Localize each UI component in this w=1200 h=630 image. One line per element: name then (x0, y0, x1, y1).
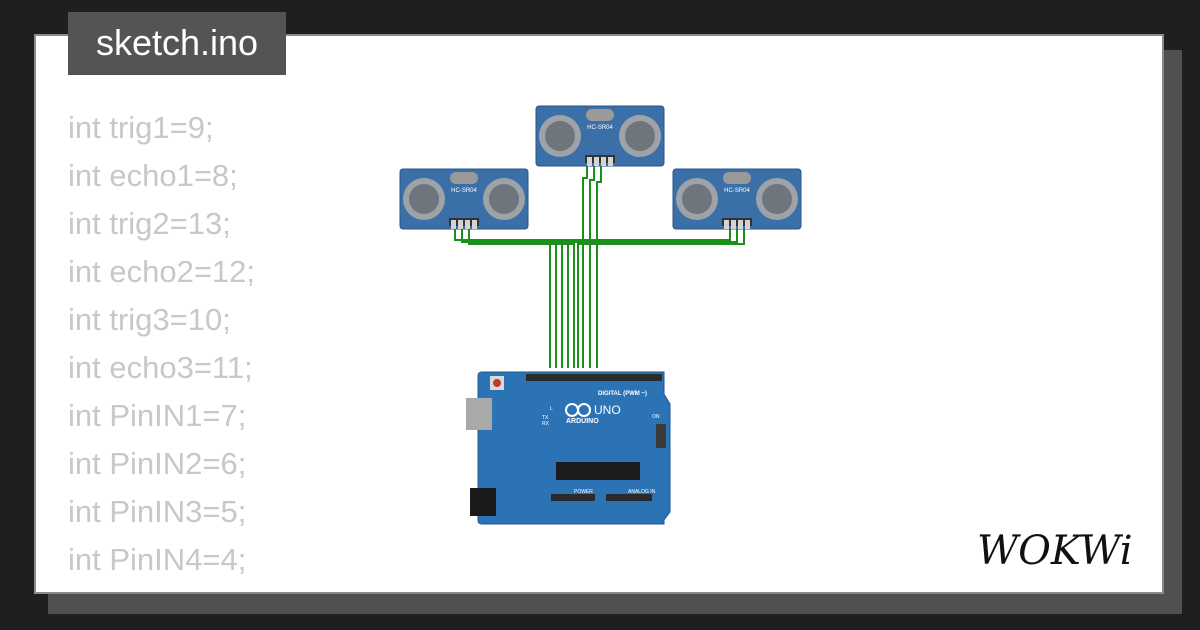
wires (454, 165, 745, 368)
sensor-label: HC-SR04 (451, 188, 477, 194)
wire (555, 228, 731, 368)
code-preview: int trig1=9; int echo1=8; int trig2=13; int… (68, 104, 255, 584)
svg-text:POWER: POWER (574, 489, 593, 495)
power-header (551, 494, 595, 501)
wire (468, 228, 575, 368)
ultrasonic-sensor-top: HC-SR04 (535, 105, 665, 167)
wire (461, 228, 569, 368)
wokwi-logo: WOKWi (977, 528, 1133, 574)
svg-text:WOKWi: WOKWi (977, 528, 1133, 574)
svg-text:ARDUINO: ARDUINO (566, 418, 599, 425)
code-line: int trig3=10; (68, 302, 231, 337)
svg-text:L: L (550, 406, 553, 412)
ultrasonic-sensor-left: HC-SR04 (399, 168, 529, 230)
crystal (586, 109, 614, 121)
wire (582, 165, 588, 368)
arduino-uno-board: DIGITAL (PWM ~) ARDUINO UNO L TX RX ON P… (466, 371, 671, 525)
code-line: int echo1=8; (68, 158, 238, 193)
wire (549, 228, 738, 368)
wire (577, 228, 745, 368)
ultrasonic-sensor-right: HC-SR04 (672, 168, 802, 230)
wire (589, 165, 595, 368)
code-line: int PinIN2=6; (68, 446, 247, 481)
code-line: int PinIN4=4; (68, 542, 247, 577)
svg-text:DIGITAL (PWM ~): DIGITAL (PWM ~) (598, 391, 647, 397)
svg-text:ON: ON (652, 414, 660, 420)
code-line: int echo2=12; (68, 254, 256, 289)
atmega-chip (556, 462, 640, 480)
svg-text:TX: TX (542, 415, 549, 421)
code-line: int PinIN3=5; (68, 494, 247, 529)
circuit-diagram: HC-SR04 HC-SR04 HC-SR04 (399, 105, 802, 525)
wire (596, 165, 602, 368)
analog-header (606, 494, 652, 501)
file-tab[interactable]: sketch.ino (68, 12, 286, 75)
sensor-label: HC-SR04 (587, 125, 613, 131)
svg-text:ANALOG IN: ANALOG IN (628, 489, 656, 495)
code-line: int trig2=13; (68, 206, 231, 241)
sensor-label: HC-SR04 (724, 188, 750, 194)
svg-text:UNO: UNO (594, 403, 621, 417)
icsp-header (656, 424, 666, 448)
code-line: int echo3=11; (68, 350, 253, 385)
usb-connector (466, 398, 492, 430)
digital-header (526, 374, 662, 381)
power-jack (470, 488, 496, 516)
svg-text:RX: RX (542, 421, 550, 427)
code-line: int trig1=9; (68, 110, 214, 145)
code-line: int PinIN1=7; (68, 398, 247, 433)
wire (454, 228, 563, 368)
